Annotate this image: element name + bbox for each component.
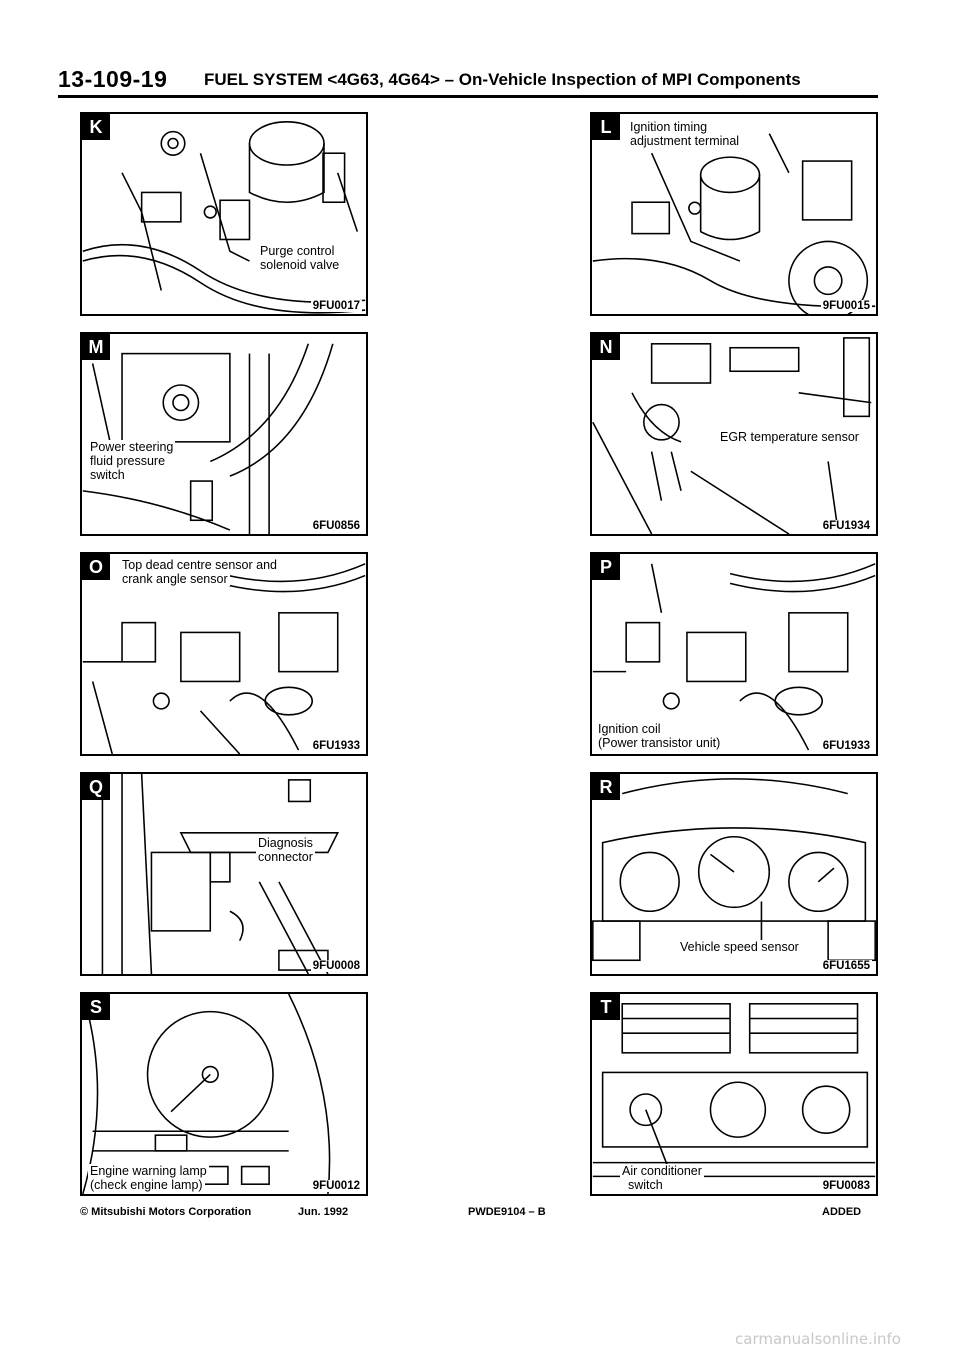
label-solenoid-valve: solenoid valve <box>258 258 342 272</box>
panel-s: S Engine warning lamp (check engine lamp… <box>80 992 368 1196</box>
purge-solenoid-illustration <box>82 121 366 314</box>
panel-letter-k: K <box>82 114 110 140</box>
page-header: 13-109-19 FUEL SYSTEM <4G63, 4G64> – On-… <box>58 64 878 98</box>
vehicle-speed-sensor-illustration <box>592 778 876 962</box>
panel-q: Q Diagnosis connector 9FU0008 <box>80 772 368 976</box>
label-top-dead-centre-sensor: Top dead centre sensor and <box>120 558 279 572</box>
panel-letter-q: Q <box>82 774 110 800</box>
label-purge-control: Purge control <box>258 244 337 258</box>
watermark: carmanualsonline.info <box>735 1330 901 1348</box>
panel-letter-p: P <box>592 554 620 580</box>
label-fluid-pressure: fluid pressure <box>88 454 168 468</box>
panel-letter-o: O <box>82 554 110 580</box>
label-switch-t: switch <box>626 1178 665 1192</box>
header-rule <box>58 95 878 98</box>
panel-letter-n: N <box>592 334 620 360</box>
figure-code-o: 6FU1933 <box>310 740 362 752</box>
ignition-timing-illustration <box>592 133 876 314</box>
label-power-steering: Power steering <box>88 440 176 454</box>
label-engine-warning-lamp: Engine warning lamp <box>88 1164 209 1178</box>
panel-letter-t: T <box>592 994 620 1020</box>
engine-warning-lamp-illustration <box>82 994 331 1194</box>
figure-code-m: 6FU0856 <box>310 520 362 532</box>
label-vehicle-speed-sensor: Vehicle speed sensor <box>678 940 801 954</box>
label-diagnosis: Diagnosis <box>256 836 315 850</box>
egr-temperature-sensor-illustration <box>592 337 872 534</box>
label-check-engine-lamp: (check engine lamp) <box>88 1178 205 1192</box>
panel-letter-s: S <box>82 994 110 1020</box>
panel-letter-m: M <box>82 334 110 360</box>
air-conditioner-switch-illustration <box>592 1003 876 1178</box>
footer-doc-code: PWDE9104 – B <box>468 1206 546 1218</box>
footer-status: ADDED <box>822 1206 862 1218</box>
label-ignition-timing: Ignition timing <box>628 120 710 134</box>
label-crank-angle-sensor: crank angle sensor <box>120 572 230 586</box>
tdc-crank-angle-sensor-illustration <box>82 563 366 754</box>
figure-code-p: 6FU1933 <box>820 740 872 752</box>
label-adjustment-terminal: adjustment terminal <box>628 134 742 148</box>
figure-code-q: 9FU0008 <box>310 960 362 972</box>
figure-code-n: 6FU1934 <box>820 520 872 532</box>
panel-p: P Ignition coil (Power transistor unit) … <box>590 552 878 756</box>
panel-l: L Ignition timing adjustment terminal 9F… <box>590 112 878 316</box>
figure-code-k: 9FU0017 <box>310 300 362 312</box>
panel-m: M Power steering fluid pressure switch 6… <box>80 332 368 536</box>
panel-letter-r: R <box>592 774 620 800</box>
figure-code-r: 6FU1655 <box>820 960 872 972</box>
panel-t: T Air conditioner switch 9FU0083 <box>590 992 878 1196</box>
figure-code-t: 9FU0083 <box>820 1180 872 1192</box>
label-egr-temperature-sensor: EGR temperature sensor <box>718 430 861 444</box>
panel-k: K Purge control solenoid valve 9FU0017 <box>80 112 368 316</box>
label-power-transistor-unit: (Power transistor unit) <box>596 736 723 750</box>
ignition-coil-illustration <box>592 563 876 751</box>
figure-code-l: 9FU0015 <box>820 300 872 312</box>
label-ignition-coil: Ignition coil <box>596 722 663 736</box>
diagnosis-connector-illustration <box>101 774 339 974</box>
panel-letter-l: L <box>592 114 620 140</box>
panel-o: O Top dead centre sensor and crank angle… <box>80 552 368 756</box>
label-switch: switch <box>88 468 127 482</box>
label-connector: connector <box>256 850 315 864</box>
figure-code-s: 9FU0012 <box>310 1180 362 1192</box>
panel-n: N EGR temperature sensor 6FU1934 <box>590 332 878 536</box>
power-steering-switch-illustration <box>82 343 334 534</box>
label-air-conditioner: Air conditioner <box>620 1164 704 1178</box>
panel-r: R Vehicle speed sensor 6FU1655 <box>590 772 878 976</box>
page-number: 13-109-19 <box>58 66 168 92</box>
footer-copyright: © Mitsubishi Motors Corporation <box>80 1206 252 1218</box>
footer-date: Jun. 1992 <box>298 1206 349 1218</box>
page-title: FUEL SYSTEM <4G63, 4G64> – On-Vehicle In… <box>204 70 801 89</box>
